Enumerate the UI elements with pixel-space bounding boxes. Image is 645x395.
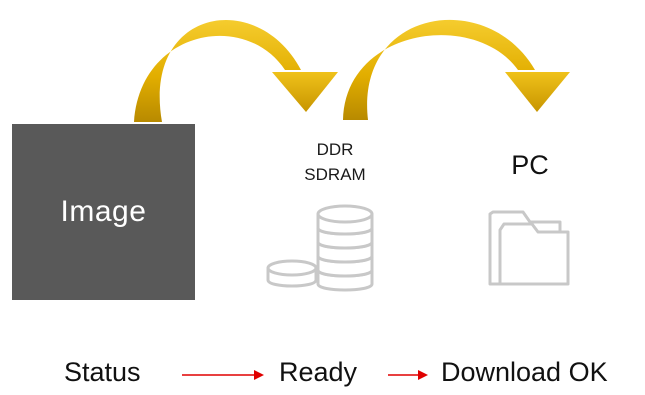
folder-icon [488, 210, 570, 286]
status-arrows [182, 370, 428, 380]
image-block-label: Image [60, 195, 147, 228]
red-arrow-status-to-ready [182, 370, 264, 380]
red-arrow-ready-to-download [388, 370, 428, 380]
database-icon [266, 204, 374, 292]
ddr-sdram-label: DDR SDRAM [280, 137, 390, 187]
ddr-label-line1: DDR [316, 140, 354, 159]
image-source-block: Image [12, 124, 195, 300]
curved-arrow-image-to-ddr [134, 20, 338, 122]
status-label: Status [64, 357, 141, 387]
ddr-label-line2: SDRAM [304, 165, 366, 184]
download-ok-label: Download OK [441, 357, 608, 387]
status-line: Status Ready Download OK [0, 355, 645, 395]
ready-label: Ready [279, 357, 358, 387]
pc-label: PC [511, 150, 549, 180]
curved-arrow-ddr-to-pc [343, 19, 570, 121]
